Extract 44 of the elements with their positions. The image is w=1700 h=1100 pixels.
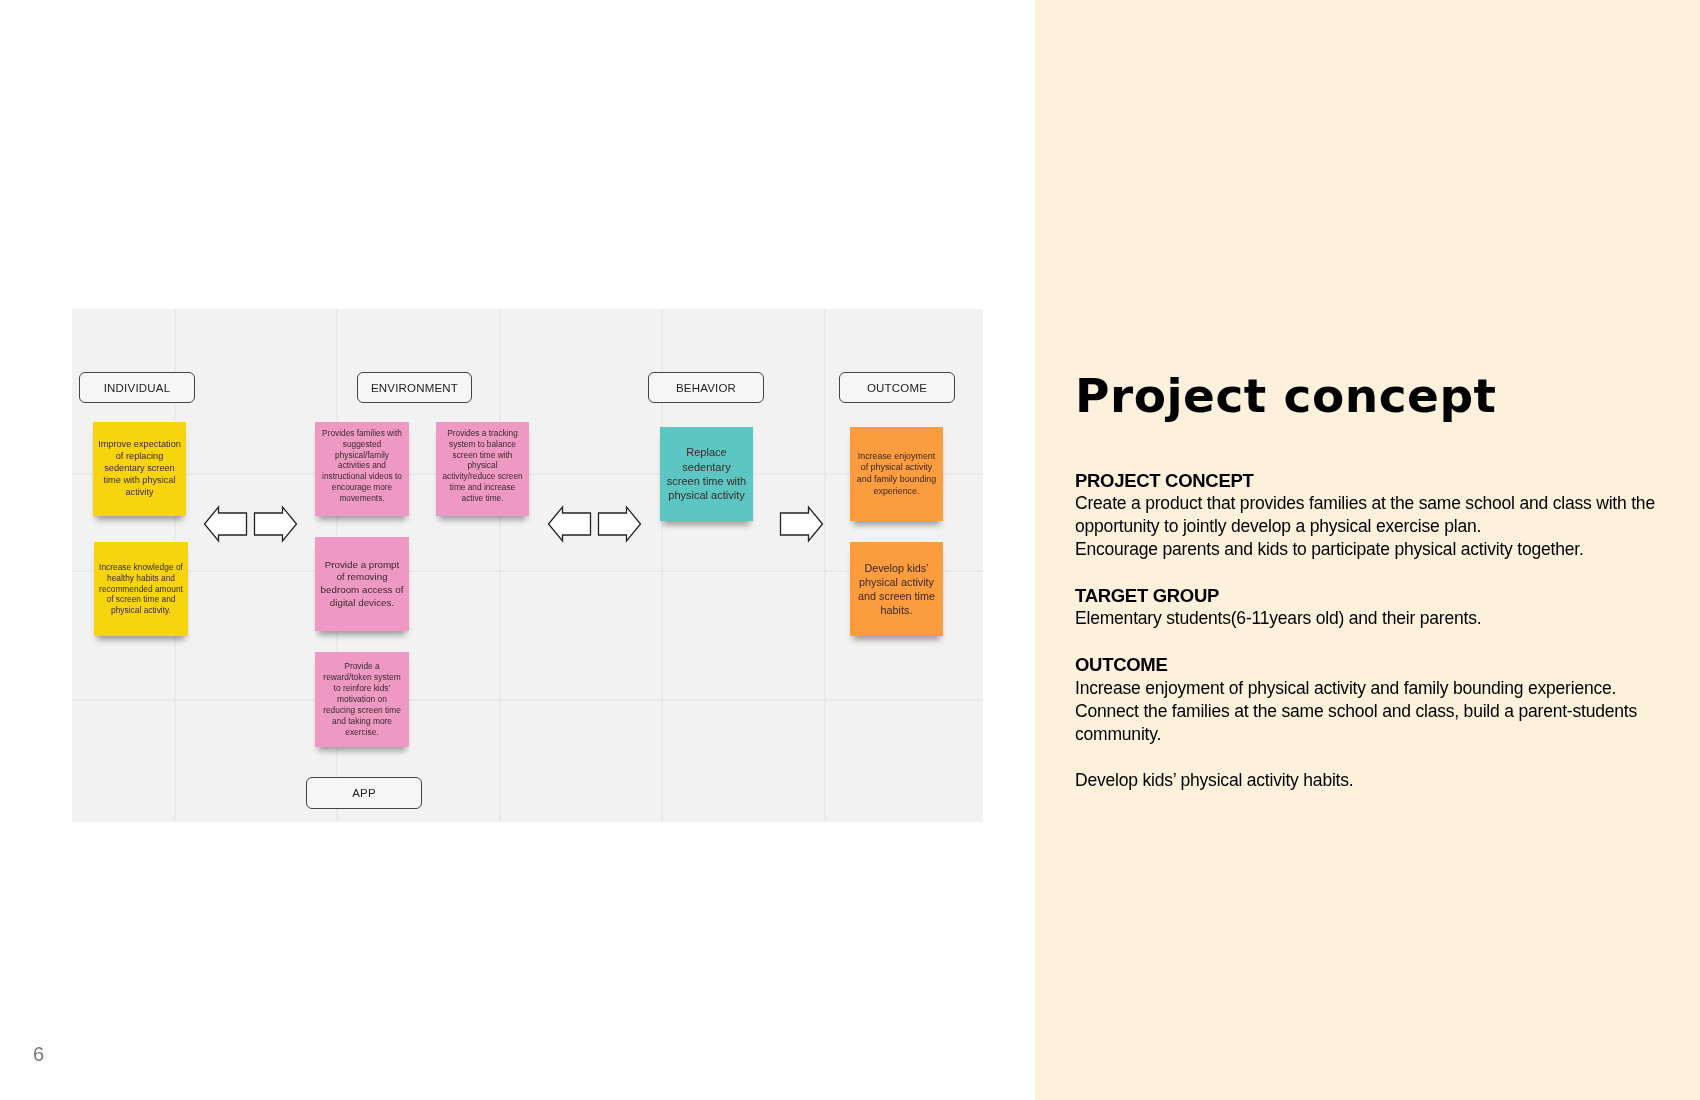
page-title: Project concept [1075, 368, 1497, 423]
note-text: Provides families with suggested physical/family activities and instructional videos to encourage more movements. [321, 428, 403, 504]
column-heading: APP [352, 787, 376, 799]
page-number: 6 [33, 1043, 45, 1066]
note-text: Develop kids’ physical activity and screen time habits. [857, 560, 936, 618]
paragraph: Elementary students(6-11years old) and their parents. [1075, 607, 1483, 630]
block-arrow [547, 505, 592, 543]
block-arrow [253, 505, 298, 543]
paragraph: Encourage parents and kids to participate physical activity together. [1075, 538, 1585, 561]
paragraph: Create a product that provides families at the same school and class with the opportunity to jointly develop a physical exercise plan. [1075, 492, 1656, 538]
sticky-note [850, 542, 943, 636]
header-box [79, 372, 195, 403]
header-box [357, 372, 472, 403]
sticky-note [94, 542, 188, 636]
header-box [306, 777, 422, 809]
block-arrow [203, 505, 248, 543]
sticky-note [93, 422, 186, 516]
sticky-note [315, 537, 409, 631]
column-heading: BEHAVIOR [675, 381, 737, 394]
header-box [648, 372, 764, 403]
header-box [839, 372, 955, 403]
note-text: Increase knowledge of healthy habits and recommended amount of screen time and physical activity. [99, 561, 183, 617]
section-heading: PROJECT CONCEPT [1075, 470, 1254, 492]
note-text: Replace sedentary screen time with physical activity [665, 445, 748, 503]
section-heading: OUTCOME [1075, 654, 1168, 676]
section-heading: TARGET GROUP [1075, 585, 1220, 607]
sticky-note [660, 427, 753, 521]
note-text: Improve expectation of replacing sedentary screen time with physical activity [98, 439, 181, 499]
column-heading: OUTCOME [866, 381, 928, 394]
block-arrow [779, 505, 824, 543]
sticky-note [436, 422, 529, 516]
note-text: Provide a prompt of removing bedroom access of digital devices. [320, 558, 404, 610]
paragraph: Increase enjoyment of physical activity and family bounding experience. [1075, 677, 1618, 700]
column-heading: ENVIRONMENT [370, 381, 459, 394]
note-text: Provide a reward/token system to reinfore kids’ motivation on reducing screen time and taking more exercise. [322, 661, 402, 738]
block-arrow [597, 505, 642, 543]
sticky-note [315, 422, 409, 516]
sticky-note [315, 652, 409, 747]
sticky-note [850, 427, 943, 521]
note-text: Provides a tracking system to balance screen time with physical activity/reduce screen time and increase active time. [441, 428, 524, 504]
note-text: Increase enjoyment of physical activity and family bounding experience. [855, 450, 938, 498]
paragraph: Develop kids’ physical activity habits. [1075, 769, 1355, 792]
column-heading: INDIVIDUAL [103, 381, 171, 394]
paragraph: Connect the families at the same school and class, build a parent-students community. [1075, 700, 1639, 746]
